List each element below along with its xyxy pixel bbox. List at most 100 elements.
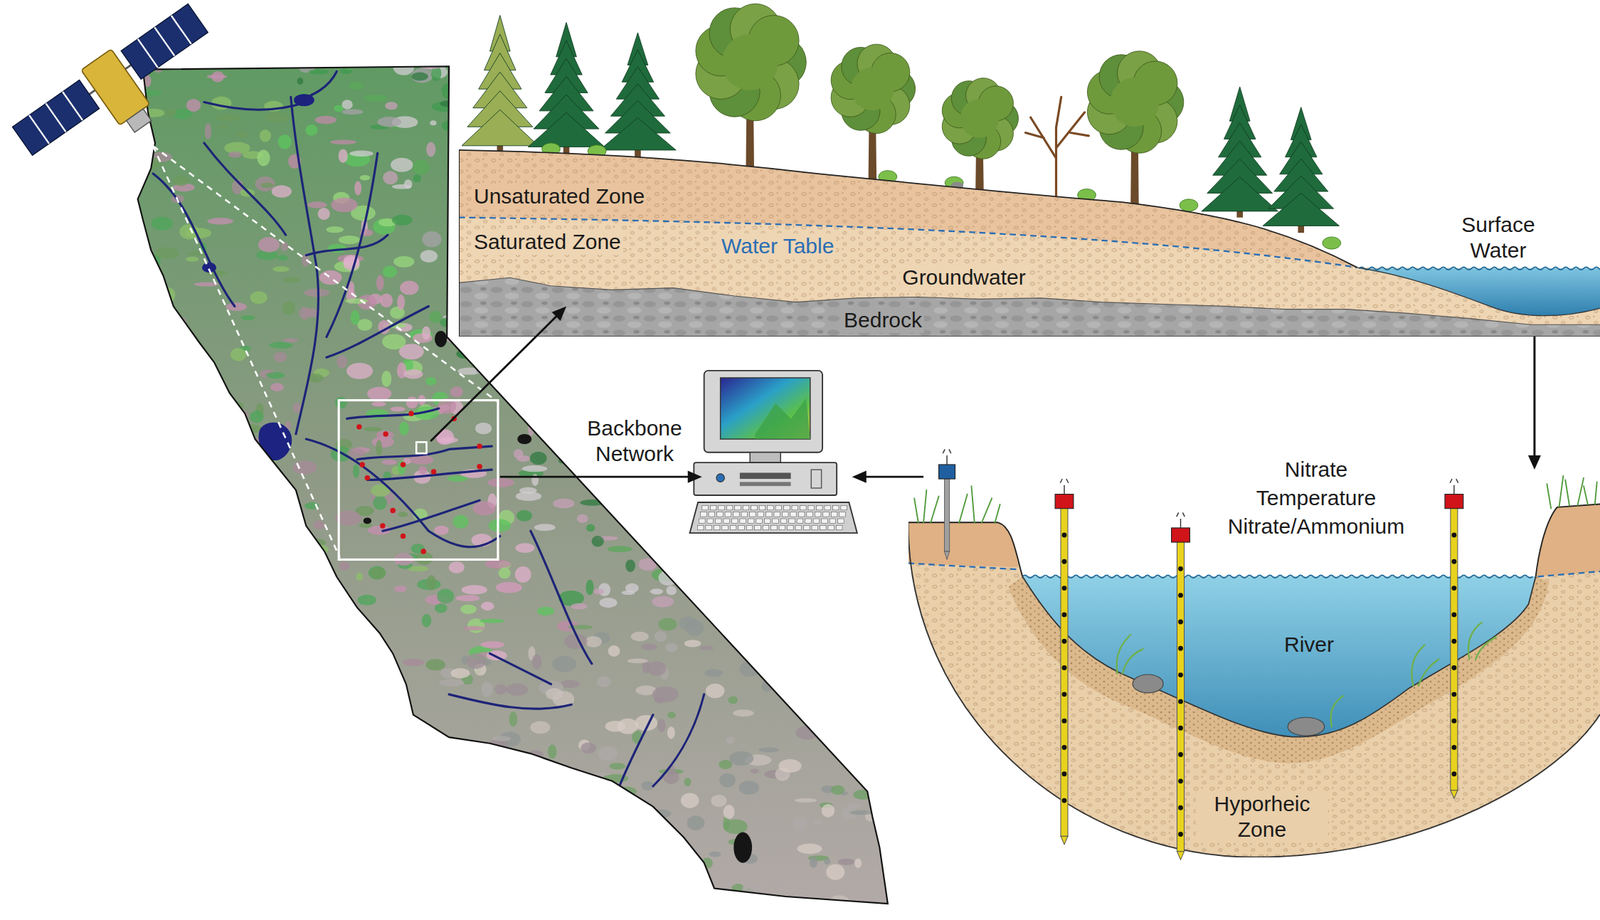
key [764, 518, 771, 523]
map-patch [587, 340, 598, 348]
map-patch [130, 856, 139, 863]
map-patch [342, 722, 351, 733]
key [726, 505, 733, 510]
map-patch [298, 306, 310, 320]
map-patch [806, 554, 817, 563]
map-patch [294, 837, 313, 852]
map-patch [746, 342, 772, 358]
map-patch [394, 585, 407, 592]
map-patch [199, 833, 217, 846]
map-patch [823, 858, 831, 865]
map-patch [264, 112, 291, 124]
map-patch [387, 680, 394, 696]
key [702, 505, 709, 510]
map-patch [627, 658, 649, 664]
map-patch [552, 498, 575, 509]
map-patch [460, 604, 477, 614]
map-patch [768, 608, 791, 615]
tree [461, 15, 539, 152]
arrow-head [852, 470, 867, 484]
river-line [204, 102, 306, 111]
map-patch [317, 610, 342, 624]
map-patch [519, 843, 526, 860]
river-line [601, 714, 654, 838]
surface-water [1357, 268, 1600, 316]
map-patch [345, 641, 363, 651]
lake-bed [1357, 267, 1600, 316]
drive-slot [739, 472, 792, 479]
station-dot [356, 424, 362, 429]
antenna [1176, 512, 1185, 528]
map-patch [268, 342, 293, 349]
map-patch [398, 796, 410, 802]
map-patch [738, 780, 759, 795]
map-patch [209, 843, 225, 850]
map-patch [746, 357, 762, 365]
site-box [416, 441, 427, 454]
map-patch [854, 858, 862, 868]
key [714, 518, 722, 523]
map-patch [857, 714, 882, 728]
tree-tier [1262, 193, 1340, 227]
key [788, 518, 796, 523]
map-patch [448, 561, 465, 574]
map-patch [451, 835, 478, 844]
river-line [295, 71, 337, 102]
tree-tier [527, 112, 605, 147]
map-patch [307, 201, 328, 208]
map-patch [534, 523, 556, 531]
map-patch [833, 340, 844, 356]
map-patch [487, 478, 514, 488]
map-patch [376, 733, 395, 742]
map-patch [250, 729, 275, 745]
map-patch [170, 63, 192, 68]
map-patch [450, 794, 469, 808]
map-patch [841, 465, 850, 478]
map-patch [393, 896, 405, 912]
map-patch [355, 623, 370, 639]
map-patch [399, 281, 419, 296]
river-water [1022, 576, 1536, 737]
map-patch [631, 631, 649, 641]
map-patch [411, 68, 433, 84]
map-patch [156, 693, 179, 710]
map-patch [399, 421, 410, 437]
map-patch [450, 386, 464, 397]
sensor-dot [1451, 532, 1457, 538]
map-patch [389, 507, 396, 516]
map-patch [725, 736, 735, 744]
map-patch [849, 810, 873, 816]
map-patch [278, 797, 302, 806]
map-patch [330, 197, 358, 213]
map-patch [447, 475, 469, 482]
map-patch [172, 175, 190, 186]
map-patch [391, 830, 409, 843]
connector-line [1533, 336, 1536, 456]
key [717, 512, 724, 517]
map-patch [291, 784, 304, 799]
map-patch [603, 482, 622, 488]
map-patch [186, 98, 201, 112]
map-patch [175, 525, 186, 539]
map-patch [770, 611, 794, 626]
map-patch [742, 353, 755, 370]
map-patch [151, 216, 173, 231]
map-patch [853, 789, 873, 800]
map-patch [809, 855, 818, 868]
map-patch [236, 818, 262, 824]
map-patch [616, 892, 624, 899]
map-patch [376, 275, 385, 291]
map-patch [162, 879, 185, 886]
map-patch [338, 235, 360, 245]
map-patch [605, 720, 627, 732]
map-patch [848, 454, 856, 470]
sensor-cap [939, 464, 956, 479]
map-patch [509, 711, 518, 727]
map-patch [576, 514, 589, 523]
map-patch [368, 566, 386, 580]
map-patch [246, 633, 254, 641]
key [790, 512, 797, 517]
map-patch [660, 91, 673, 102]
map-patch [650, 500, 665, 508]
map-patch [668, 104, 681, 120]
